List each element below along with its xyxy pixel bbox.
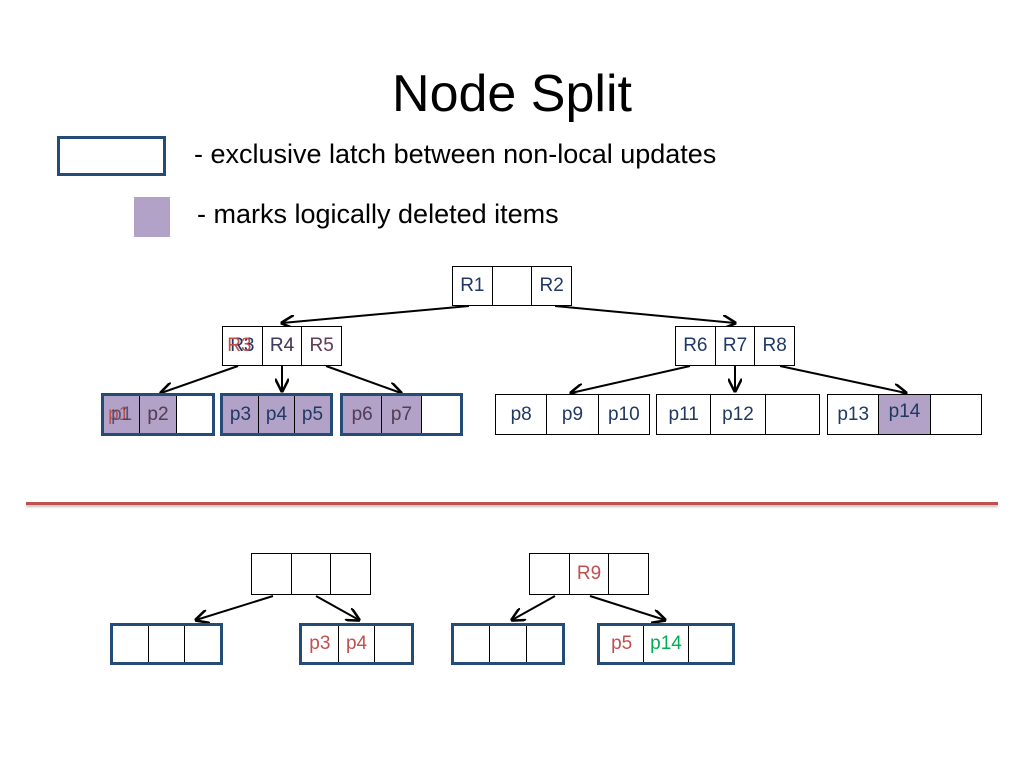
- legend-deleted-swatch: [134, 197, 170, 237]
- cell-r5: R5 R5: [301, 327, 341, 365]
- cell-leaf-b-p3: p3: [309, 633, 331, 654]
- edge-bottom-right-to-leaf-d: [589, 595, 665, 620]
- cell-r9: R9: [568, 554, 609, 594]
- cell-leaf-d-3: [687, 626, 732, 662]
- cell-split-left-3: [330, 554, 370, 594]
- leaf-node-4: p8 p9 p10: [495, 394, 650, 435]
- cell-leaf-d-p5: p5: [611, 633, 633, 654]
- legend-latch-swatch: [57, 136, 166, 176]
- cell-p10: p10: [597, 395, 649, 434]
- cell-p14: p14: [878, 395, 930, 434]
- cell-p8: p8: [510, 403, 532, 425]
- cell-leaf-c-3: [525, 626, 562, 662]
- split-leaf-d: p5 p14: [597, 623, 735, 665]
- edge-right-to-leaf6: [779, 365, 906, 393]
- legend-latch-text: - exclusive latch between non-local upda…: [194, 139, 717, 169]
- leaf-node-6: p13 p14: [827, 394, 982, 435]
- cell-leaf-a-3: [184, 626, 220, 662]
- split-parent-right: R9: [529, 553, 649, 595]
- split-leaf-a: [110, 623, 223, 665]
- cell-leaf-b-3: [374, 626, 411, 662]
- root-node: R1 R2: [452, 266, 572, 306]
- inner-node-left: R3 R3 R4 R4 R5 R5: [222, 326, 342, 366]
- cell-p2: p2 p2: [139, 396, 176, 433]
- cell-leaf5-empty: [764, 395, 819, 434]
- cell-leaf-c-1: [454, 626, 489, 662]
- cell-p11: p11: [668, 403, 699, 425]
- cell-p6: p6 p6: [343, 396, 382, 433]
- edge-bottom-left-to-leaf-a: [196, 595, 274, 620]
- cell-root-empty: [491, 267, 532, 305]
- cell-leaf-b-p4: p4: [337, 626, 375, 662]
- edge-bottom-right-to-leaf-c: [512, 595, 556, 620]
- cell-r1: R1: [460, 275, 485, 296]
- leaf-node-1: p1 p1 p2 p2: [101, 393, 215, 436]
- cell-r3: R3 R3: [223, 327, 262, 365]
- cell-leaf-a-1: [113, 626, 148, 662]
- cell-p3: p3: [223, 396, 258, 433]
- cell-p13: p13: [837, 403, 870, 425]
- leaf-node-2: p3 p4 p5: [220, 393, 333, 436]
- cell-p7: p7 p7: [381, 396, 421, 433]
- split-leaf-b: p3 p4: [299, 623, 414, 665]
- cell-split-left-1: [252, 554, 291, 594]
- cell-leaf-d-p14: p14: [643, 626, 687, 662]
- cell-split-right-1: [530, 554, 569, 594]
- legend-deleted-text: - marks logically deleted items: [197, 199, 559, 229]
- leaf-node-5: p11 p12: [656, 394, 820, 435]
- edge-left-to-leaf1: [161, 365, 239, 393]
- cell-split-right-3: [608, 554, 648, 594]
- cell-r6: R6: [683, 335, 708, 356]
- section-divider: [26, 502, 998, 505]
- cell-leaf6-empty: [929, 395, 981, 434]
- cell-p4: p4: [258, 396, 294, 433]
- cell-p5: p5: [294, 396, 330, 433]
- edge-bottom-left-to-leaf-b: [315, 595, 359, 620]
- inner-node-right: R6 R7 R8: [675, 326, 795, 366]
- cell-leaf-c-2: [489, 626, 525, 662]
- split-parent-left: [251, 553, 371, 595]
- slide-title: Node Split: [392, 65, 632, 123]
- leaf-node-3: p6 p6 p7 p7: [340, 393, 463, 436]
- cell-p12: p12: [710, 395, 764, 434]
- cell-split-left-2: [290, 554, 331, 594]
- cell-p9: p9: [546, 395, 597, 434]
- edge-right-to-leaf4: [571, 365, 691, 393]
- split-leaf-c: [451, 623, 565, 665]
- cell-r4: R4 R4: [261, 327, 302, 365]
- edge-left-to-leaf3: [325, 365, 401, 393]
- cell-p1: p1 p1: [104, 396, 140, 433]
- cell-r7: R7: [714, 327, 755, 365]
- edge-root-to-left: [282, 305, 470, 323]
- cell-r2: R2: [531, 267, 571, 305]
- cell-leaf1-empty: [175, 396, 212, 433]
- cell-leaf-a-2: [148, 626, 184, 662]
- cell-leaf3-empty: [420, 396, 460, 433]
- cell-r8: R8: [754, 327, 794, 365]
- edge-root-to-right: [554, 305, 735, 323]
